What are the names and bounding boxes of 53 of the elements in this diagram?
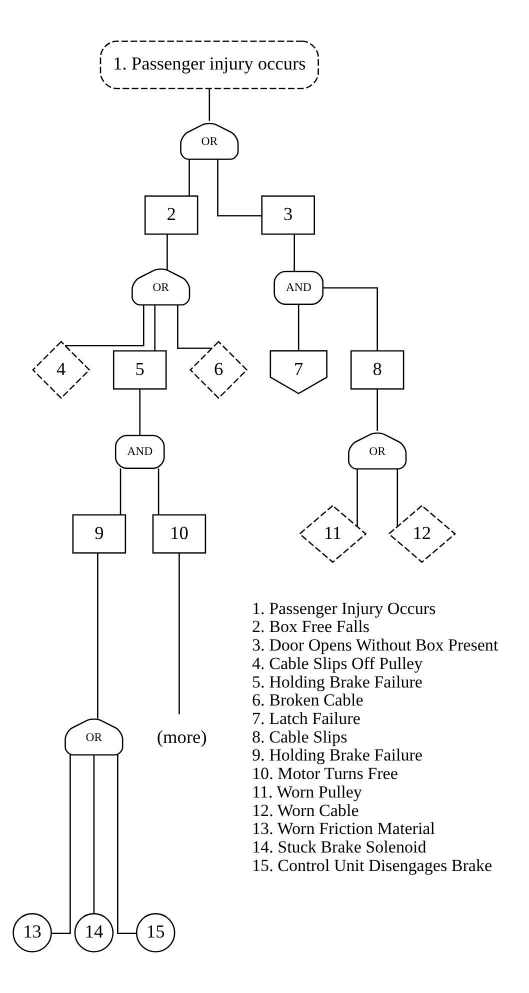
- node-text: (more): [156, 726, 207, 747]
- node-box: 10: [152, 514, 206, 554]
- node-box: 2: [144, 195, 198, 235]
- node-box: AND: [274, 270, 324, 305]
- connector: [120, 468, 122, 514]
- connector: [117, 754, 136, 934]
- node-circle: 14: [74, 913, 114, 952]
- node-box: AND: [114, 434, 165, 469]
- node-circle: 13: [12, 913, 52, 952]
- label: 11. Worn Pulley: [252, 782, 362, 802]
- node-diamond: 6: [189, 340, 248, 400]
- connector: [217, 159, 262, 216]
- node-box: 3: [261, 195, 315, 235]
- label: 2. Box Free Falls: [252, 617, 370, 636]
- label: 15. Control Unit Disengages Brake: [252, 856, 492, 875]
- label: 10. Motor Turns Free: [252, 764, 398, 784]
- node-box: 5: [112, 350, 167, 390]
- node-diamond: 4: [32, 340, 90, 400]
- connector: [323, 287, 378, 350]
- node-box: 1. Passenger injury occurs: [100, 40, 319, 90]
- connector: [154, 304, 156, 351]
- label: 13. Worn Friction Material: [252, 819, 436, 838]
- label: 4. Cable Slips Off Pulley: [252, 654, 423, 673]
- node-diamond: 11: [298, 504, 367, 563]
- label: 14. Stuck Brake Solenoid: [252, 838, 426, 857]
- connector: [376, 389, 378, 431]
- connector: [177, 305, 212, 349]
- connector: [396, 468, 398, 526]
- node-diamond: 12: [388, 504, 456, 563]
- label: 7. Latch Failure: [252, 708, 360, 728]
- label: 9. Holding Brake Failure: [252, 746, 422, 765]
- label: 5. Holding Brake Failure: [252, 672, 422, 692]
- connector: [93, 755, 95, 914]
- label: 12. Worn Cable: [252, 800, 359, 820]
- connector: [208, 88, 210, 121]
- connector: [294, 234, 295, 272]
- label: 6. Broken Cable: [252, 690, 364, 710]
- node-circle: 15: [136, 913, 176, 952]
- label: 1. Passenger Injury Occurs: [252, 598, 436, 618]
- connector: [178, 553, 180, 714]
- connector: [65, 304, 144, 346]
- label: 3. Door Opens Without Box Present: [252, 636, 498, 655]
- label: 8. Cable Slips: [252, 727, 348, 746]
- connector: [52, 754, 71, 934]
- connector: [97, 553, 98, 719]
- node-box: 8: [350, 350, 404, 390]
- connector: [356, 468, 358, 526]
- connector: [139, 389, 141, 436]
- node-box: 9: [72, 514, 126, 554]
- connector: [166, 234, 168, 270]
- connector: [158, 468, 160, 514]
- connector: [298, 304, 300, 350]
- connector: [188, 160, 190, 196]
